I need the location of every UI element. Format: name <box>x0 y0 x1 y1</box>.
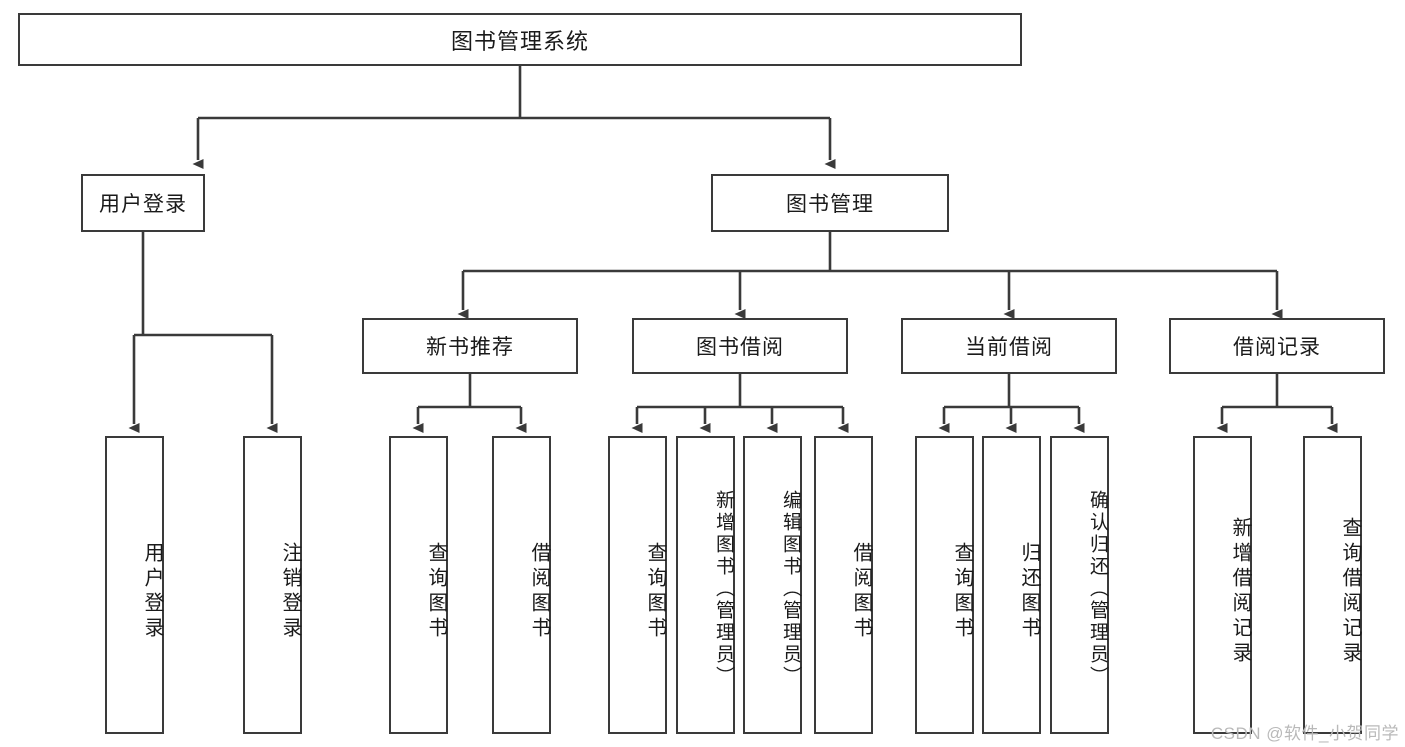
node-current-borrow[interactable]: 当前借阅 <box>901 318 1117 374</box>
leaf-current-query-book[interactable]: 查询图书 <box>915 436 974 734</box>
node-root-system[interactable]: 图书管理系统 <box>18 13 1022 66</box>
node-user-login[interactable]: 用户登录 <box>81 174 205 232</box>
leaf-record-add-record[interactable]: 新增借阅记录 <box>1193 436 1252 734</box>
leaf-record-query-record[interactable]: 查询借阅记录 <box>1303 436 1362 734</box>
watermark-text: CSDN @软件_小贺同学 <box>1210 724 1399 743</box>
node-book-management[interactable]: 图书管理 <box>711 174 949 232</box>
node-borrow-record[interactable]: 借阅记录 <box>1169 318 1385 374</box>
leaf-newbook-borrow-book[interactable]: 借阅图书 <box>492 436 551 734</box>
leaf-newbook-query-book[interactable]: 查询图书 <box>389 436 448 734</box>
node-new-book-recommend[interactable]: 新书推荐 <box>362 318 578 374</box>
leaf-borrow-query-book[interactable]: 查询图书 <box>608 436 667 734</box>
node-book-borrow[interactable]: 图书借阅 <box>632 318 848 374</box>
leaf-user-login[interactable]: 用户登录 <box>105 436 164 734</box>
leaf-current-confirm-return-admin[interactable]: 确认归还（管理员） <box>1050 436 1109 734</box>
leaf-borrow-lend-book[interactable]: 借阅图书 <box>814 436 873 734</box>
leaf-current-return-book[interactable]: 归还图书 <box>982 436 1041 734</box>
leaf-borrow-edit-book-admin[interactable]: 编辑图书（管理员） <box>743 436 802 734</box>
leaf-borrow-add-book-admin[interactable]: 新增图书（管理员） <box>676 436 735 734</box>
leaf-user-logout[interactable]: 注销登录 <box>243 436 302 734</box>
